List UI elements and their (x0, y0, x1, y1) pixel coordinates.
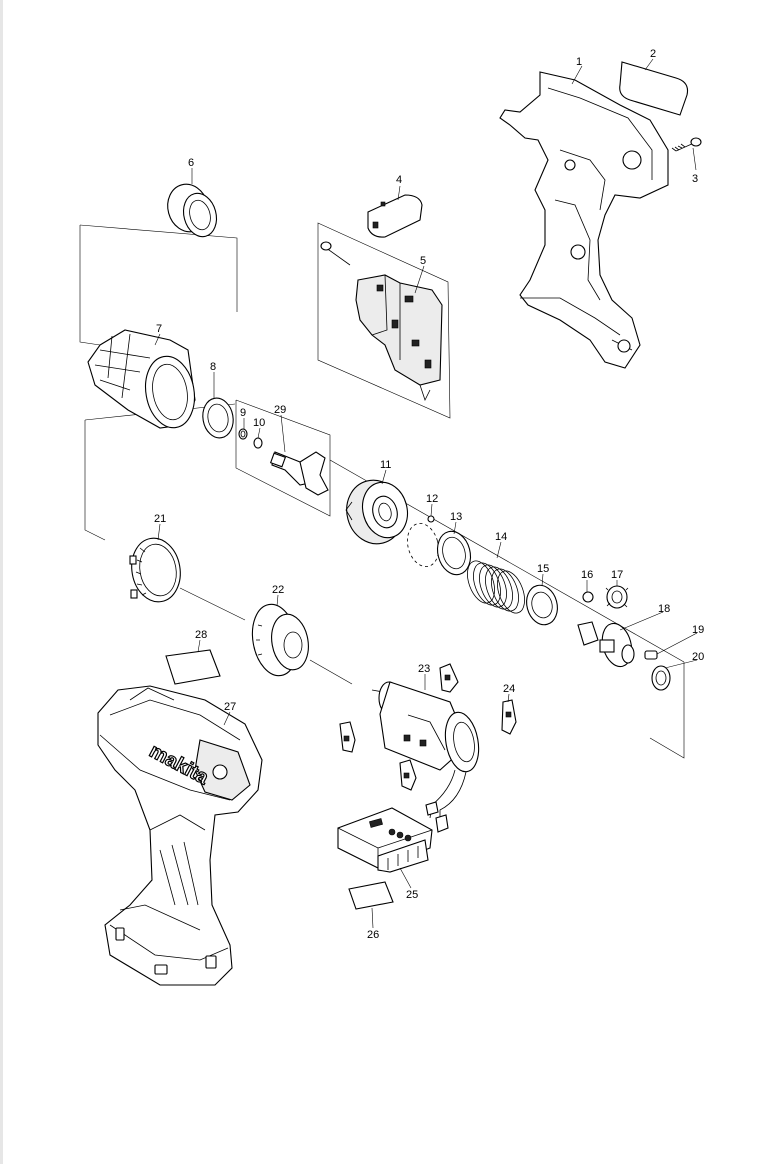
complete-housing: makita (97, 685, 263, 986)
tapping-screw (671, 137, 702, 152)
brush-holder-lower (399, 759, 417, 791)
planet-gear (605, 585, 629, 609)
part-number-6: 6 (188, 157, 194, 169)
spindle-carrier (577, 621, 635, 668)
part-number-24: 24 (503, 683, 515, 695)
warning-label-28 (165, 649, 221, 685)
part-number-21: 21 (154, 513, 166, 525)
brush-holder-left (339, 721, 356, 753)
part-number-2: 2 (650, 48, 656, 60)
part-number-23: 23 (418, 663, 430, 675)
part-number-10: 10 (253, 417, 265, 429)
gear-housing (251, 603, 309, 677)
front-ring (167, 183, 218, 238)
retaining-ring (253, 437, 263, 449)
part-number-22: 22 (272, 584, 284, 596)
brush-holder-upper (439, 663, 459, 693)
part-number-11: 11 (380, 459, 391, 471)
warning-label-26 (348, 881, 394, 910)
part-number-13: 13 (450, 511, 462, 523)
part-number-5: 5 (420, 255, 426, 267)
part-number-12: 12 (426, 493, 438, 505)
internal-gear (129, 537, 181, 603)
group-frame-spindle (235, 399, 331, 517)
pin (644, 650, 658, 660)
hammer-body (345, 479, 409, 545)
group-frame-housing-cover (79, 224, 238, 346)
part-number-29: 29 (274, 404, 286, 416)
anvil-spindle (269, 451, 329, 496)
o-ring-small (238, 428, 248, 440)
part-number-7: 7 (156, 323, 162, 335)
group-frame-switch (317, 222, 451, 419)
part-number-27: 27 (224, 701, 236, 713)
part-number-19: 19 (692, 624, 704, 636)
flat-washer-20 (651, 665, 671, 691)
part-number-8: 8 (210, 361, 216, 373)
part-number-9: 9 (240, 407, 246, 419)
part-number-labels: 1 2 3 4 5 6 7 8 9 10 11 12 13 14 15 16 1… (154, 48, 704, 941)
part-number-15: 15 (537, 563, 549, 575)
controller-board (337, 807, 433, 873)
part-number-16: 16 (581, 569, 593, 581)
page-edge (0, 0, 3, 1164)
part-number-17: 17 (611, 569, 623, 581)
compression-spring (467, 560, 525, 614)
housing-half (499, 71, 669, 369)
part-number-26: 26 (367, 929, 379, 941)
steel-ball-path (407, 515, 439, 568)
part-number-20: 20 (692, 651, 704, 663)
part-number-3: 3 (692, 173, 698, 185)
connector-terminals (425, 801, 449, 833)
switch-cover (367, 194, 423, 238)
flat-washer-15 (526, 584, 558, 626)
part-number-4: 4 (396, 174, 402, 186)
switch-unit (320, 241, 443, 402)
hammer-case-cover (87, 329, 196, 429)
part-number-1: 1 (576, 56, 582, 68)
name-plate (619, 61, 689, 116)
dc-motor (371, 681, 480, 822)
thrust-washer (436, 530, 472, 576)
part-number-28: 28 (195, 629, 207, 641)
part-number-18: 18 (658, 603, 670, 615)
part-number-14: 14 (495, 531, 507, 543)
steel-ball-16 (582, 591, 594, 603)
leader-lines (154, 58, 698, 929)
flat-washer (202, 397, 234, 439)
brush-holder-24 (501, 699, 517, 735)
part-number-25: 25 (406, 889, 418, 901)
